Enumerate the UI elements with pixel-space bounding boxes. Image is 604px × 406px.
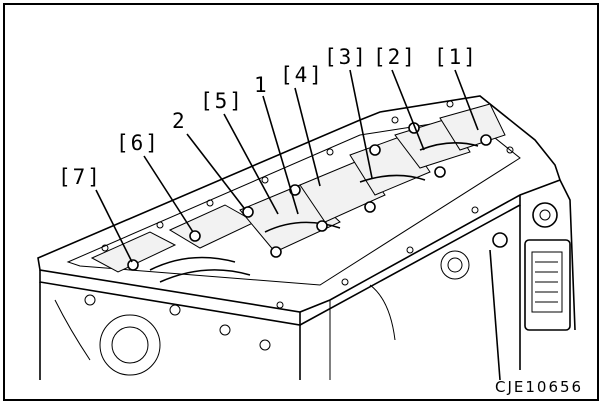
callout-n2: 2 (172, 109, 187, 133)
callout-5: [5] (200, 89, 244, 113)
crankshaft-journals (149, 142, 479, 283)
crankcase-lower (39, 205, 521, 380)
callout-n1: 1 (254, 73, 269, 97)
callout-3: [3] (324, 45, 368, 69)
callout-2: [2] (373, 45, 417, 69)
figure-code: CJE10656 (495, 378, 583, 396)
side-accessory (489, 179, 576, 381)
callout-7: [7] (58, 165, 102, 189)
leader-lines (95, 69, 479, 263)
callout-4: [4] (280, 63, 324, 87)
callout-1: [1] (434, 45, 478, 69)
callout-6: [6] (116, 131, 160, 155)
deck-holes (101, 100, 514, 309)
